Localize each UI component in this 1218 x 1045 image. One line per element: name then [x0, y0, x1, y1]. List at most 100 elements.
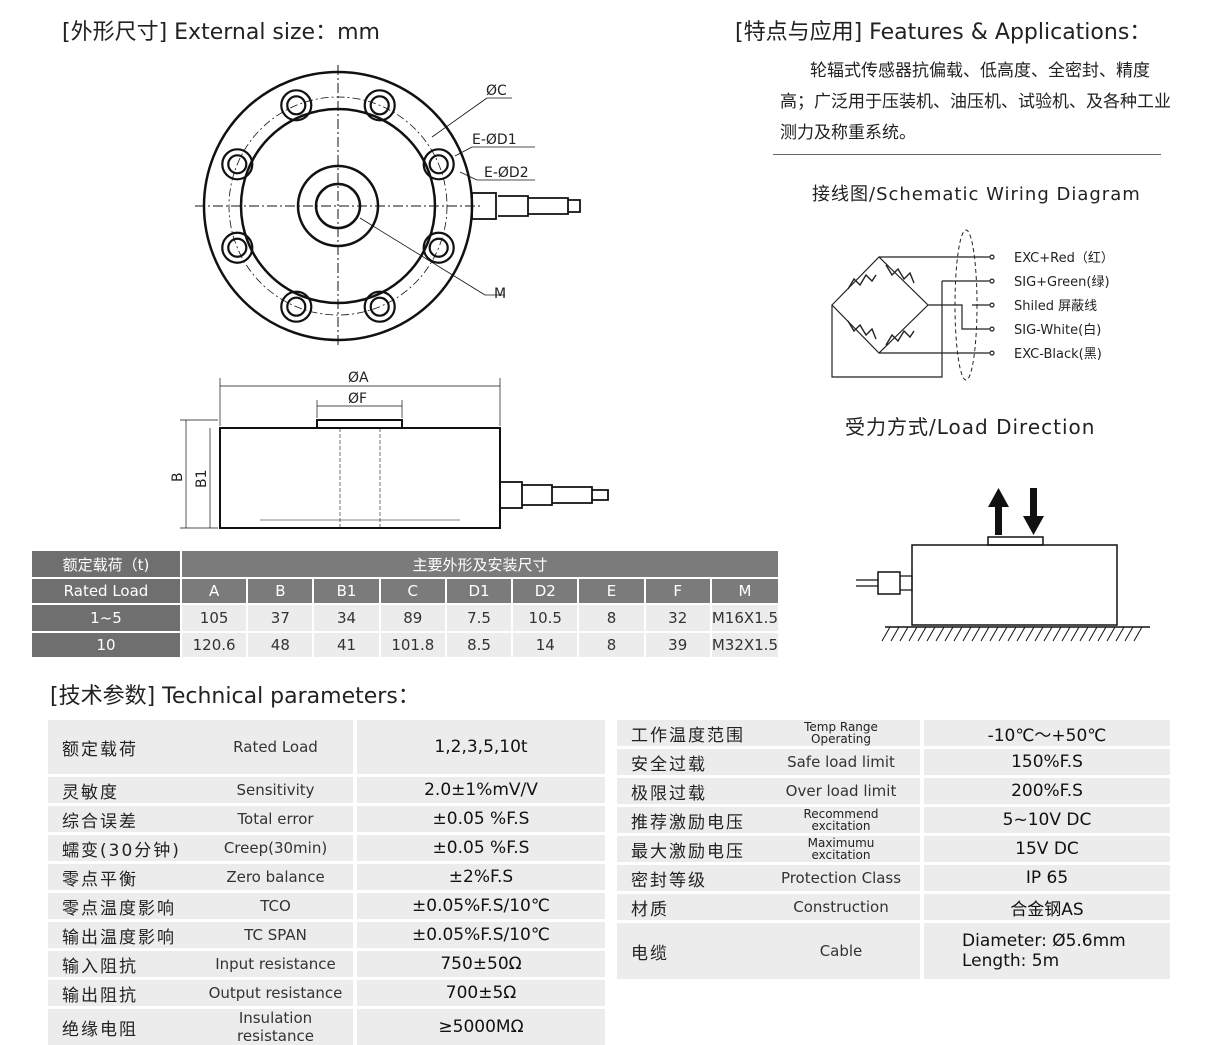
bolt-hole	[227, 237, 248, 258]
bolt-hole	[422, 231, 455, 264]
table-cell: 48	[248, 633, 313, 657]
row-load: 10	[32, 633, 180, 657]
table-cell: 14	[513, 633, 578, 657]
param-en: Total error	[237, 810, 314, 828]
param-cn: 材质	[631, 899, 669, 920]
bolt-hole	[363, 290, 396, 323]
column-header: A	[182, 579, 247, 603]
table-cell: M16X1.5	[711, 605, 778, 631]
wire-label: EXC-Black(黑)	[1014, 347, 1102, 362]
param-cn: 最大激励电压	[631, 841, 745, 862]
bolt-hole	[280, 89, 313, 122]
bolt-hole	[369, 95, 390, 116]
rated-load-cn-header: 额定载荷（t)	[32, 551, 180, 577]
param-value: 15V DC	[924, 836, 1170, 862]
top-view-drawing	[195, 65, 581, 345]
table-cell: 120.6	[182, 633, 247, 657]
param-en-line2: excitation	[811, 819, 871, 833]
up-arrow-icon	[988, 488, 1009, 535]
param-value: 150%F.S	[924, 749, 1170, 775]
param-value-text-2: Length: 5m	[962, 951, 1060, 971]
wire-label: EXC+Red（红）	[1014, 250, 1114, 266]
bolt-hole	[221, 231, 254, 264]
bolt-hole	[286, 95, 307, 116]
param-en-line1: Temp Range	[804, 720, 878, 734]
param-value: -10℃～+50℃	[924, 720, 1170, 746]
table-cell: 39	[645, 633, 710, 657]
param-cn: 输出温度影响	[62, 927, 176, 948]
bolt-hole	[280, 290, 313, 323]
table-cell: 89	[380, 605, 445, 631]
column-header: D1	[446, 579, 512, 603]
label-m: M	[494, 286, 506, 302]
param-value-text: Diameter: Ø5.6mm	[962, 931, 1126, 951]
param-en: Sensitivity	[236, 781, 315, 799]
features-text: 轮辐式传感器抗偏载、低高度、全密封、精度高；广泛用于压装机、油压机、试验机、及各…	[780, 61, 1171, 143]
param-value-text: 1,2,3,5,10t	[434, 737, 528, 757]
features-title: [特点与应用] Features & Applications：	[735, 20, 1152, 45]
label-ed2: E-ØD2	[484, 165, 529, 181]
param-en: Creep(30min)	[223, 839, 328, 857]
table-cell: 8	[579, 633, 644, 657]
column-header: E	[579, 579, 644, 603]
param-cn: 蠕变(30分钟)	[62, 840, 181, 861]
label-b: B	[170, 472, 186, 482]
table-cell: 105	[182, 605, 247, 631]
param-value-text: 700±5Ω	[445, 983, 517, 1003]
param-value-text: 200%F.S	[1011, 781, 1083, 801]
param-en: Insulation resistance	[237, 1009, 314, 1045]
param-value-text: ±0.05 %F.S	[432, 838, 530, 858]
param-cn: 安全过载	[631, 754, 707, 775]
param-value: IP 65	[924, 865, 1170, 891]
label-oc: ØC	[486, 83, 507, 99]
param-cn: 输入阻抗	[62, 956, 138, 977]
column-header: B1	[314, 579, 379, 603]
param-en: TCO	[260, 897, 291, 915]
param-cn: 极限过载	[631, 783, 707, 804]
param-value: 200%F.S	[924, 778, 1170, 804]
param-en: Rated Load	[233, 738, 318, 756]
param-en: Over load limit	[785, 782, 897, 800]
param-en: Cable	[819, 942, 863, 960]
table-cell: 37	[248, 605, 313, 631]
param-cn: 零点温度影响	[62, 898, 176, 919]
bolt-hole	[422, 148, 455, 181]
param-value-text: 5~10V DC	[1002, 810, 1092, 830]
column-header: C	[380, 579, 445, 603]
load-direction-title: 受力方式/Load Direction	[845, 415, 1096, 439]
bolt-hole	[428, 237, 449, 258]
table-cell: 10.5	[513, 605, 578, 631]
table-row: 蠕变(30分钟) Creep(30min) ±0.05 %F.S	[48, 835, 605, 861]
rated-load-en-header: Rated Load	[32, 579, 180, 603]
param-value: ±0.05 %F.S	[357, 835, 605, 861]
table-cell: 101.8	[380, 633, 445, 657]
param-value: 750±50Ω	[357, 951, 605, 977]
external-size-title: [外形尺寸] External size：mm	[62, 20, 380, 45]
param-cn: 零点平衡	[62, 869, 138, 890]
load-direction-diagram	[856, 536, 1150, 642]
column-header: D2	[513, 579, 578, 603]
table-cell: 34	[314, 605, 379, 631]
param-value-text: -10℃～+50℃	[987, 725, 1107, 746]
param-value-text: 750±50Ω	[440, 954, 522, 974]
table-cell: 8	[579, 605, 644, 631]
param-value-text: 2.0±1%mV/V	[424, 780, 538, 800]
param-cn: 电缆	[631, 943, 669, 964]
side-view-drawing	[180, 378, 609, 529]
divider	[773, 154, 1161, 155]
group-header: 主要外形及安装尺寸	[182, 551, 778, 577]
param-en: Output resistance	[208, 984, 343, 1002]
table-cell: 41	[314, 633, 379, 657]
